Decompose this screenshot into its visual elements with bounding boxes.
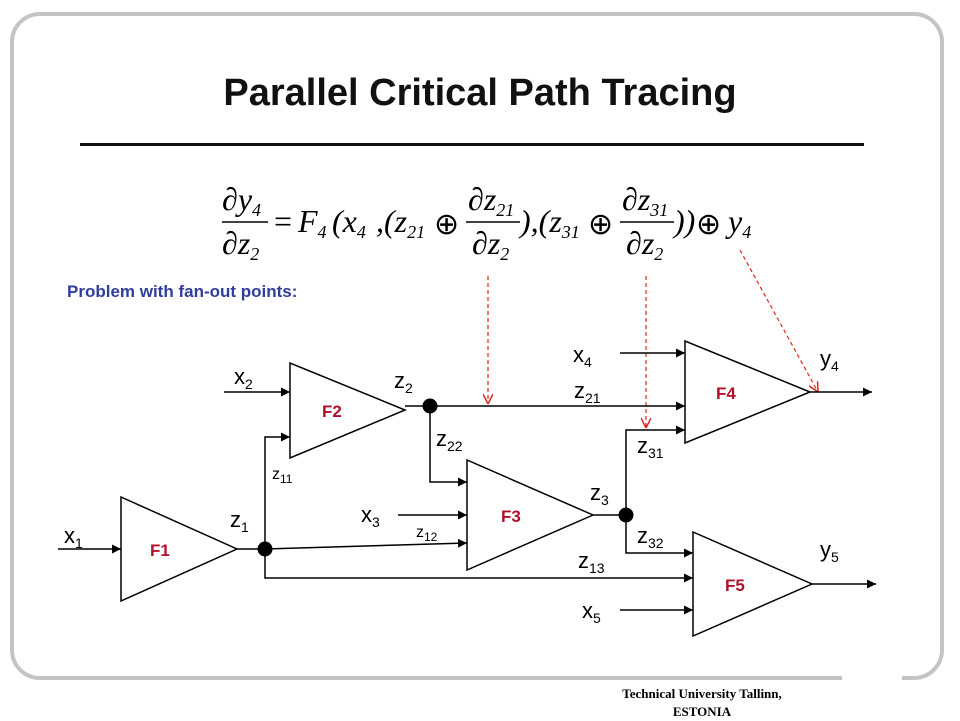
formula-arg-x4: (x4	[332, 203, 366, 242]
block-f4-triangle	[684, 339, 812, 445]
formula-oplus-3: ⊕	[696, 208, 721, 241]
formula-lhs-numerator: ∂y4	[222, 181, 261, 220]
signal-x2: x2	[234, 364, 253, 392]
block-f3-label: F3	[501, 507, 521, 526]
dashed-arrow-y4	[739, 249, 818, 392]
footer-line-1: Technical University Tallinn,	[622, 686, 782, 701]
fanout-node-z3	[618, 507, 634, 523]
formula-frac1-numerator: ∂z21	[468, 181, 514, 220]
wire-z32	[625, 515, 693, 558]
block-f2-triangle	[289, 361, 407, 460]
formula-oplus-2: ⊕	[588, 208, 613, 241]
formula-frac1-denominator: ∂z2	[472, 225, 509, 264]
footer-institution: Technical University Tallinn, ESTONIA	[570, 685, 834, 721]
problem-label: Problem with fan-out points:	[67, 282, 298, 301]
signal-z32: z32	[637, 523, 664, 551]
formula-frac2-denominator: ∂z2	[626, 225, 663, 264]
signal-y4: y4	[820, 346, 839, 374]
frame-gap	[842, 676, 902, 686]
block-f5-label: F5	[725, 576, 745, 595]
signal-z12: z12	[416, 524, 438, 544]
wire-z22	[429, 406, 467, 487]
signal-z11: z11	[272, 466, 293, 486]
fanout-node-z2	[422, 398, 438, 414]
wire-z12	[264, 538, 468, 550]
wire-z13	[264, 549, 693, 583]
block-f1-label: F1	[150, 541, 170, 560]
signal-z1: z1	[230, 507, 249, 535]
signal-x4: x4	[573, 342, 592, 370]
formula-lhs-denominator: ∂z2	[222, 225, 259, 264]
formula-arg-z31: ),(z31	[518, 203, 580, 242]
footer-line-2: ESTONIA	[672, 704, 732, 719]
wire-z11	[264, 432, 290, 549]
title-underline	[80, 143, 864, 146]
fanout-node-z1	[257, 541, 273, 557]
formula-arg-z21: ,(z21	[376, 203, 425, 242]
signal-z3: z3	[590, 480, 609, 508]
formula-frac2-numerator: ∂z31	[622, 181, 668, 220]
signal-z13: z13	[578, 548, 605, 576]
wire-z31	[625, 425, 685, 515]
signal-x1: x1	[64, 523, 83, 551]
formula-oplus-1: ⊕	[434, 208, 459, 241]
signal-z2: z2	[394, 368, 413, 396]
signal-y5: y5	[820, 537, 839, 565]
block-f5-triangle	[692, 530, 814, 638]
dashed-arrows	[488, 249, 818, 428]
signal-x3: x3	[361, 502, 380, 530]
formula-close-parens: ))	[672, 203, 695, 239]
slide-title: Parallel Critical Path Tracing	[223, 72, 737, 114]
formula-function: F4	[297, 203, 327, 242]
signal-z21: z21	[574, 378, 601, 406]
signal-z22: z22	[436, 426, 463, 454]
formula-tail-y4: y4	[725, 203, 751, 242]
formula: ∂y4 ∂z2 = F4 (x4 ,(z21 ⊕ ∂z21 ∂z2 ),(z31…	[222, 181, 751, 264]
formula-equals: =	[274, 203, 292, 239]
block-f1-triangle	[120, 495, 239, 603]
signal-z31: z31	[637, 433, 664, 461]
block-f4-label: F4	[716, 384, 736, 403]
signal-x5: x5	[582, 598, 601, 626]
block-f2-label: F2	[322, 402, 342, 421]
block-f3-triangle	[466, 458, 595, 572]
